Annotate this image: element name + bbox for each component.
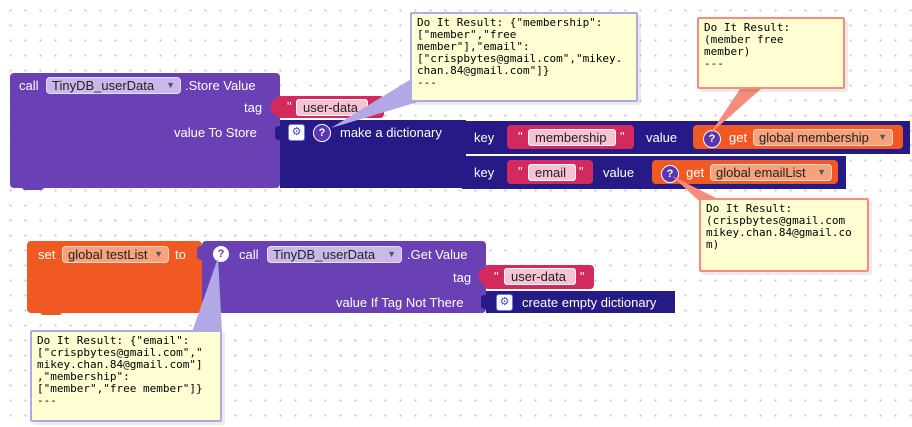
dropdown-arrow-icon: ▼ [387,249,396,259]
get-email-dropdown[interactable]: global emailList ▼ [710,164,832,181]
store-value-block-notch [22,184,44,190]
pair1-key-value[interactable]: membership [528,129,616,146]
store-method-label: .Store Value [185,78,256,93]
question-mark-icon[interactable]: ? [213,246,229,262]
pair2-value-label: value [603,165,635,180]
quote-close: " [580,269,585,284]
question-mark-icon[interactable]: ? [703,130,721,148]
set-var-dropdown[interactable]: global testList ▼ [62,246,169,263]
dict-label: make a dictionary [340,125,442,140]
pair1-key-label: key [474,130,495,145]
create-empty-dictionary-block[interactable] [486,291,675,313]
gear-icon[interactable]: ⚙ [288,124,305,141]
get-call-label: call [239,247,259,262]
quote-open: " [518,129,523,144]
store-component-dropdown[interactable]: TinyDB_userData ▼ [46,77,181,94]
store-tag-text-connector [271,100,278,114]
question-mark-icon[interactable]: ? [661,165,679,183]
get-component-label: TinyDB_userData [273,247,376,262]
store-value-label: value To Store [174,125,257,140]
email-result-bubble: Do It Result: (crispbytes@gmail.com mike… [699,198,869,272]
get-component-dropdown[interactable]: TinyDB_userData ▼ [267,246,402,263]
get-result-bubble: Do It Result: {"email": ["crispbytes@gma… [30,330,222,422]
get-email-var: global emailList [716,165,806,180]
set-global-notch [40,309,62,315]
get-tag-label: tag [453,270,472,285]
set-var-label: global testList [68,247,148,262]
quote-close: " [620,129,625,144]
pair-email-connector [456,161,463,175]
get-membership-var: global membership [759,130,869,145]
pair1-value-label: value [646,130,678,145]
empty-dict-label: create empty dictionary [522,295,657,310]
dropdown-arrow-icon: ▼ [154,249,163,259]
store-component-label: TinyDB_userData [52,78,155,93]
dropdown-arrow-icon: ▼ [166,80,175,90]
dropdown-arrow-icon: ▼ [817,167,826,177]
store-tag-label: tag [244,100,263,115]
membership-result-bubble: Do It Result: (member free member) --- [697,17,845,89]
question-mark-icon[interactable]: ? [313,124,331,142]
to-label: to [175,247,186,262]
get-value-connector [197,246,204,260]
set-label: set [38,247,56,262]
pair2-key-value[interactable]: email [528,164,576,181]
store-result-bubble: Do It Result: {"membership": ["member","… [410,12,638,102]
pair2-key-label: key [474,165,495,180]
quote-open: " [518,164,523,179]
pair1-get-label: get [729,130,748,145]
quote-open: " [494,269,499,284]
get-tag-connector [479,269,486,283]
store-tag-value[interactable]: user-data [296,99,368,116]
empty-dict-connector [481,295,488,309]
dropdown-arrow-icon: ▼ [878,132,887,142]
quote-open: " [287,99,292,114]
make-dictionary-block[interactable] [280,120,466,188]
quote-close: " [579,164,584,179]
pair-membership-connector [456,126,463,140]
get-method-label: .Get Value [407,247,468,262]
pair2-get-label: get [686,165,705,180]
get-membership-dropdown[interactable]: global membership ▼ [753,129,893,146]
get-default-label: value If Tag Not There [336,295,464,310]
store-call-label: call [19,78,39,93]
gear-icon[interactable]: ⚙ [496,294,513,311]
get-tag-value[interactable]: user-data [504,268,576,285]
dictionary-connector [275,126,282,140]
